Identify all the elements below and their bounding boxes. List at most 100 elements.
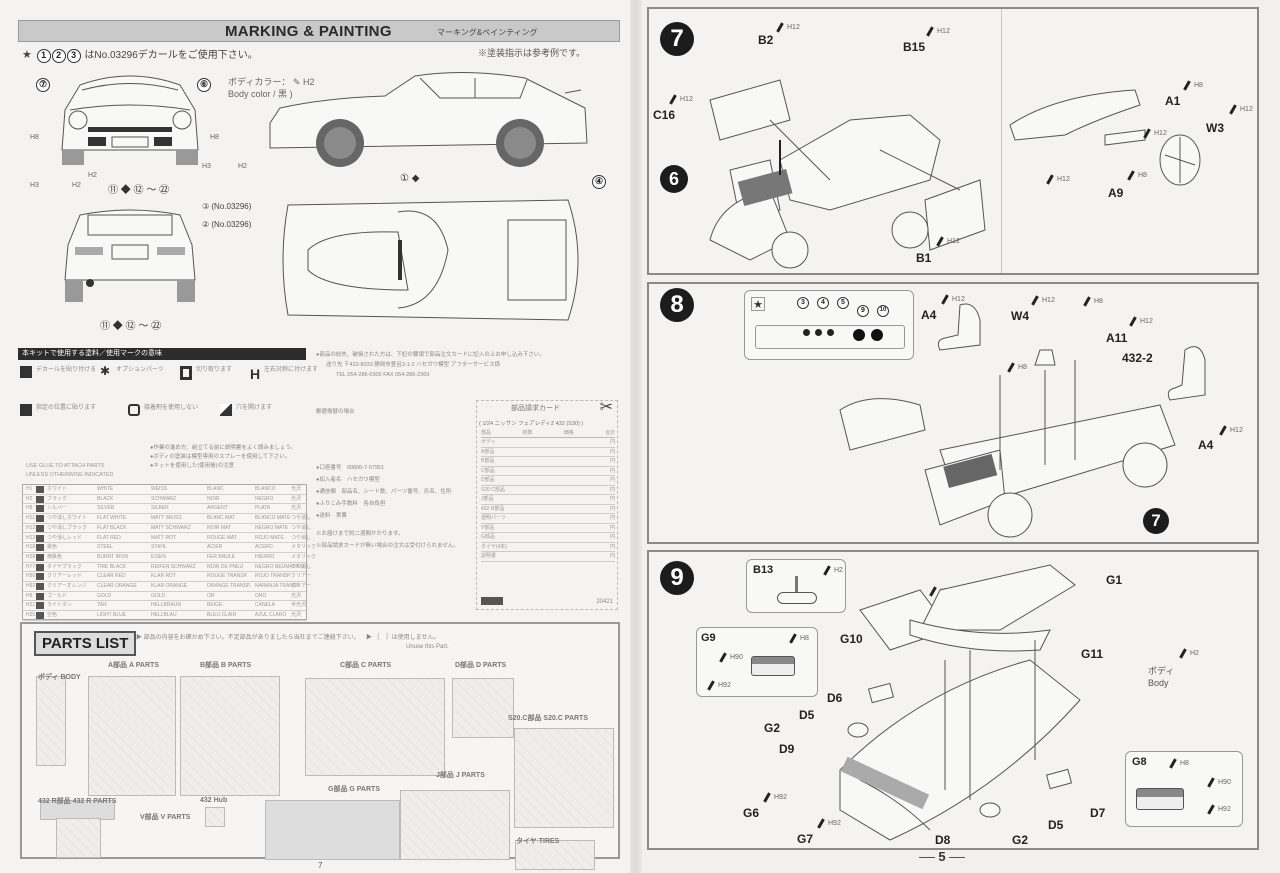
parts-group-label: 432 Hub [200, 797, 228, 804]
paint-table-cell-note: 光沢 [291, 592, 302, 599]
paint-swatch [36, 563, 44, 571]
parts-sprue [265, 800, 400, 860]
paint-table-cell-de: HELLBLAU [151, 612, 177, 619]
paint-table-cell-fr: BLANC MAT [207, 515, 236, 522]
parts-sprue [36, 676, 66, 766]
paint-table-cell-code: H1 [26, 486, 33, 492]
part-label: G7 [797, 832, 814, 846]
paint-table-cell-es: ORO [255, 592, 267, 599]
parts-group-label: 432 R部品 432 R PARTS [38, 798, 117, 805]
paint-table-cell-fr: BEIGE [207, 602, 223, 609]
star-icon: ✱ [100, 364, 111, 378]
callout-7: ⑦ [36, 78, 50, 92]
paint-table-cell-jp: 空色 [47, 612, 58, 619]
light-unit-drawing [751, 656, 795, 676]
parts-list-unuse-note: ▶ ［ ］は使用しません。 Unuse this Part. [366, 635, 449, 650]
step-9-body-drawing [839, 564, 1081, 841]
order-card-row[interactable]: S20 C部品円 [481, 486, 615, 495]
service-info: ●部品の紛失、破損された方は、下記の要領で部品注文カードに記入の上お申し込み下さ… [316, 352, 545, 378]
marking-painting-header: MARKING & PAINTING マーキング&ペインティング [18, 20, 620, 42]
part-label: D9 [779, 742, 795, 756]
paint-label: H12 [940, 294, 965, 305]
legend-item: H 左右対称に付けます [250, 366, 319, 382]
paint-table-cell-es: HIERRO [255, 553, 275, 560]
dashboard-panel-drawing [755, 325, 905, 349]
order-card-row[interactable]: タイヤ(4本)円 [481, 543, 615, 552]
paint-table-cell-note: つや消し [291, 563, 312, 570]
paint-table-cell-es: NEGRO MATE [255, 524, 289, 531]
paint-table-cell-es: CANELA [255, 602, 276, 609]
paint-table-cell-de: MATT SCHWARZ [151, 524, 191, 531]
paint-table-cell-de: GOLD [151, 592, 166, 599]
symmetric-icon: H [250, 366, 261, 382]
paint-table-cell-de: MATT WEISS [151, 515, 182, 522]
paint-table-cell-note: クリアー [291, 583, 311, 589]
order-card-row[interactable]: 透明パーツ円 [481, 514, 615, 524]
star-icon: ★ [751, 297, 765, 311]
paint-table-cell-fr: ROUGE TRANSP. [207, 573, 248, 580]
order-card-row[interactable]: B部品円 [481, 457, 615, 467]
order-card-row[interactable]: J部品円 [481, 495, 615, 505]
order-card-row[interactable]: 説明書円 [481, 552, 615, 562]
paint-table-cell-es: NARANJA TRANSP. [255, 583, 301, 589]
scissors-icon[interactable]: ✂ [599, 399, 613, 416]
paint-table-cell-de: REIFEN SCHWARZ [151, 563, 196, 570]
paint-table-cell-code: H77 [26, 563, 36, 570]
decal-2-icon: 2 [51, 49, 66, 63]
cut-icon [180, 366, 192, 380]
g8-inset: G8 [1125, 751, 1243, 827]
paint-table-cell-de: HELLBRAUN [151, 602, 182, 609]
paint-label: H12 [1228, 104, 1253, 115]
page-subtitle-jp: マーキング&ペインティング [437, 28, 538, 37]
paint-label: H2 [238, 163, 247, 170]
order-card-row[interactable]: D部品円 [481, 476, 615, 486]
paint-swatch [36, 515, 44, 523]
paint-swatch [36, 486, 44, 493]
top-view-drawing [282, 199, 579, 321]
paint-swatch [36, 573, 44, 581]
paint-table-cell-es: AZUL CLARO [255, 612, 287, 619]
order-card-row[interactable]: G部品円 [481, 533, 615, 543]
order-card-row[interactable]: 432 R部品円 [481, 505, 615, 514]
legend-item: 指定の位置に貼ります [20, 404, 120, 434]
paint-label: H12 [775, 22, 800, 33]
paint-table-cell-fr: ORANGE TRANSP. [207, 583, 251, 589]
paint-label: H8 [788, 633, 809, 644]
step-8-interior-drawing [839, 303, 1206, 538]
decal-note-text: はNo.03296デカールをご使用下さい。 [84, 50, 258, 61]
paint-swatch [36, 544, 44, 552]
rear-decal-ref: ⑪ ◆ ⑫ ～ ㉒ [100, 321, 162, 332]
part-label: G10 [840, 632, 863, 646]
order-card-row[interactable]: C部品円 [481, 467, 615, 476]
part-label: G1 [1106, 573, 1123, 587]
symbols-legend-header: 本キットで使用する塗料／使用マークの意味 [18, 348, 306, 360]
decal-icon [20, 366, 32, 378]
order-card-row[interactable]: ボディ円 [481, 438, 615, 448]
paint-label: H8 [1006, 362, 1027, 373]
paint-table-cell-jp: クリアーレッド [47, 573, 82, 580]
decal-callout: 10 [877, 305, 889, 317]
parts-sprue [56, 818, 101, 858]
part-label: D5 [799, 708, 815, 722]
paint-table-cell-es: BLANCO MATE [255, 515, 291, 522]
order-card-row[interactable]: A部品円 [481, 448, 615, 457]
parts-group-label: ボディ BODY [38, 674, 81, 681]
parts-sprue [205, 807, 225, 827]
order-card-row[interactable]: V部品円 [481, 524, 615, 533]
right-page-number: 5 [910, 849, 974, 864]
paint-label: H12 [935, 236, 960, 247]
callout-6: ⑥ [197, 78, 211, 92]
paint-table-cell-note: メタリック [291, 553, 317, 560]
parts-group-label: タイヤ TIRES [516, 838, 560, 845]
part-label: D7 [1090, 806, 1106, 820]
paint-table-cell-jp: ブラック [47, 495, 68, 502]
paint-swatch [36, 612, 44, 620]
paint-swatch [36, 505, 44, 513]
